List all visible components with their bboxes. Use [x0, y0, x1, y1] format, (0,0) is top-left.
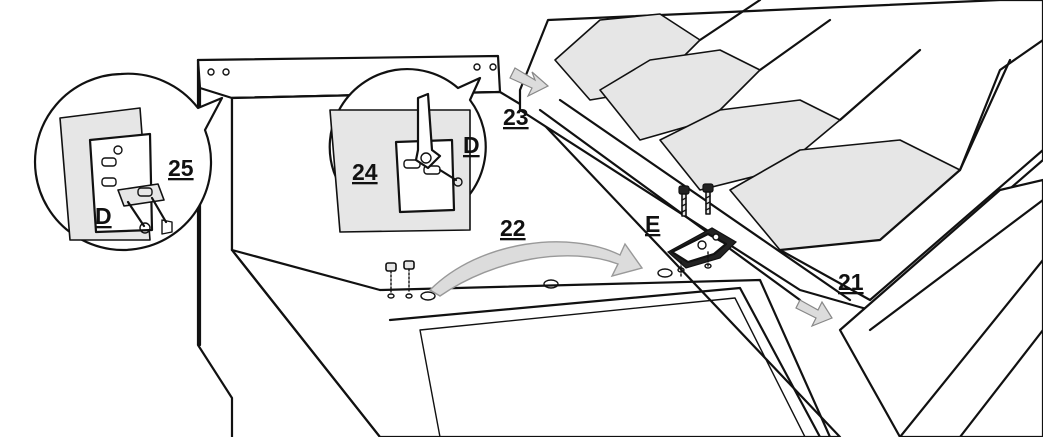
- direction-arrow-23: [509, 67, 550, 98]
- label-step-23: 23: [503, 104, 529, 130]
- screw-icon: [702, 183, 714, 215]
- label-step-25: 25: [168, 155, 194, 181]
- hole-marker: [543, 279, 559, 289]
- stud-right: [403, 260, 415, 299]
- hinge-bracket-icon: [666, 227, 737, 279]
- screw-icon: [678, 185, 690, 217]
- upper-rail-assembly: [518, 0, 1043, 312]
- detail-view-24: [328, 67, 487, 233]
- label-part-d-25: D: [95, 203, 112, 229]
- label-step-24: 24: [352, 159, 378, 185]
- hole-marker: [657, 268, 673, 278]
- detail-view-25: [33, 72, 224, 252]
- stud-left: [385, 262, 397, 299]
- wrench-icon: [414, 92, 442, 170]
- curved-arrow-22: [428, 241, 644, 297]
- label-part-d-24: D: [463, 132, 480, 158]
- label-part-e: E: [645, 211, 660, 237]
- label-step-21: 21: [838, 269, 864, 295]
- hole-marker: [420, 291, 436, 301]
- direction-arrow-21: [795, 299, 833, 328]
- label-step-22: 22: [500, 215, 526, 241]
- right-lower-piece: [838, 178, 1043, 437]
